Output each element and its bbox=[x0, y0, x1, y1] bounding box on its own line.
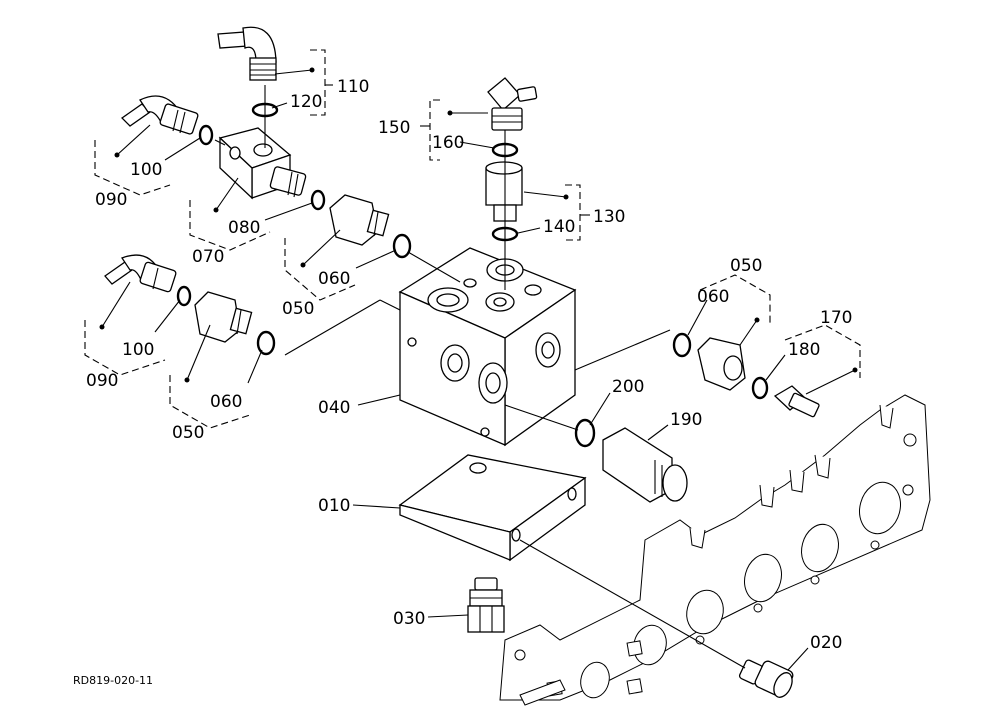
label-160: 160 bbox=[432, 133, 464, 153]
o-ring-100-lower bbox=[176, 285, 192, 307]
label-040: 040 bbox=[318, 398, 350, 418]
bolt bbox=[738, 659, 794, 698]
bracket bbox=[398, 454, 587, 562]
label-050-right: 050 bbox=[730, 256, 762, 276]
hose-elbow-fitting-top bbox=[217, 26, 277, 81]
plug-190 bbox=[602, 427, 688, 503]
assembly-centerlines bbox=[214, 85, 746, 669]
mounting-plate bbox=[499, 394, 931, 706]
label-020: 020 bbox=[810, 633, 842, 653]
label-110: 110 bbox=[337, 77, 369, 97]
o-ring-200 bbox=[574, 418, 596, 448]
adapter-060-mid bbox=[329, 194, 390, 246]
label-090-upper: 090 bbox=[95, 190, 127, 210]
label-080: 080 bbox=[228, 218, 260, 238]
label-150: 150 bbox=[378, 118, 410, 138]
adapter-130 bbox=[485, 161, 523, 222]
label-060-right: 060 bbox=[697, 287, 729, 307]
hose-elbow-fitting-lower-left bbox=[104, 254, 177, 293]
part-labels: 110 120 150 160 130 140 100 090 080 070 … bbox=[73, 77, 852, 687]
leader-lines bbox=[101, 69, 856, 671]
label-200: 200 bbox=[612, 377, 644, 397]
o-ring-100-upper bbox=[198, 124, 214, 146]
label-100-upper: 100 bbox=[130, 160, 162, 180]
manifold-block bbox=[398, 247, 577, 447]
label-070: 070 bbox=[192, 247, 224, 267]
adapter-060-right bbox=[697, 337, 746, 391]
o-ring-060-low bbox=[256, 330, 276, 356]
label-130: 130 bbox=[593, 207, 625, 227]
label-050-mid: 050 bbox=[282, 299, 314, 319]
label-180: 180 bbox=[788, 340, 820, 360]
label-060-low: 060 bbox=[210, 392, 242, 412]
label-100-lower: 100 bbox=[122, 340, 154, 360]
adapter-060-low bbox=[194, 291, 253, 343]
label-060-mid: 060 bbox=[318, 269, 350, 289]
label-090-lower: 090 bbox=[86, 371, 118, 391]
group-brackets bbox=[84, 49, 861, 429]
label-050-low: 050 bbox=[172, 423, 204, 443]
label-120: 120 bbox=[290, 92, 322, 112]
stud-bolt bbox=[467, 577, 505, 633]
o-ring-060-mid bbox=[392, 233, 412, 259]
hose-elbow-fitting-upper-left bbox=[120, 95, 199, 135]
label-170: 170 bbox=[820, 308, 852, 328]
o-ring-060-right bbox=[672, 332, 692, 358]
hose-elbow-fitting-150 bbox=[487, 77, 538, 131]
hose-nipple-170 bbox=[773, 385, 820, 418]
o-ring-080 bbox=[310, 189, 326, 211]
o-ring-180 bbox=[751, 376, 769, 400]
label-140: 140 bbox=[543, 217, 575, 237]
drawing-code: RD819-020-11 bbox=[73, 674, 153, 687]
label-190: 190 bbox=[670, 410, 702, 430]
label-010: 010 bbox=[318, 496, 350, 516]
label-030: 030 bbox=[393, 609, 425, 629]
tee-adapter-block bbox=[218, 127, 307, 200]
